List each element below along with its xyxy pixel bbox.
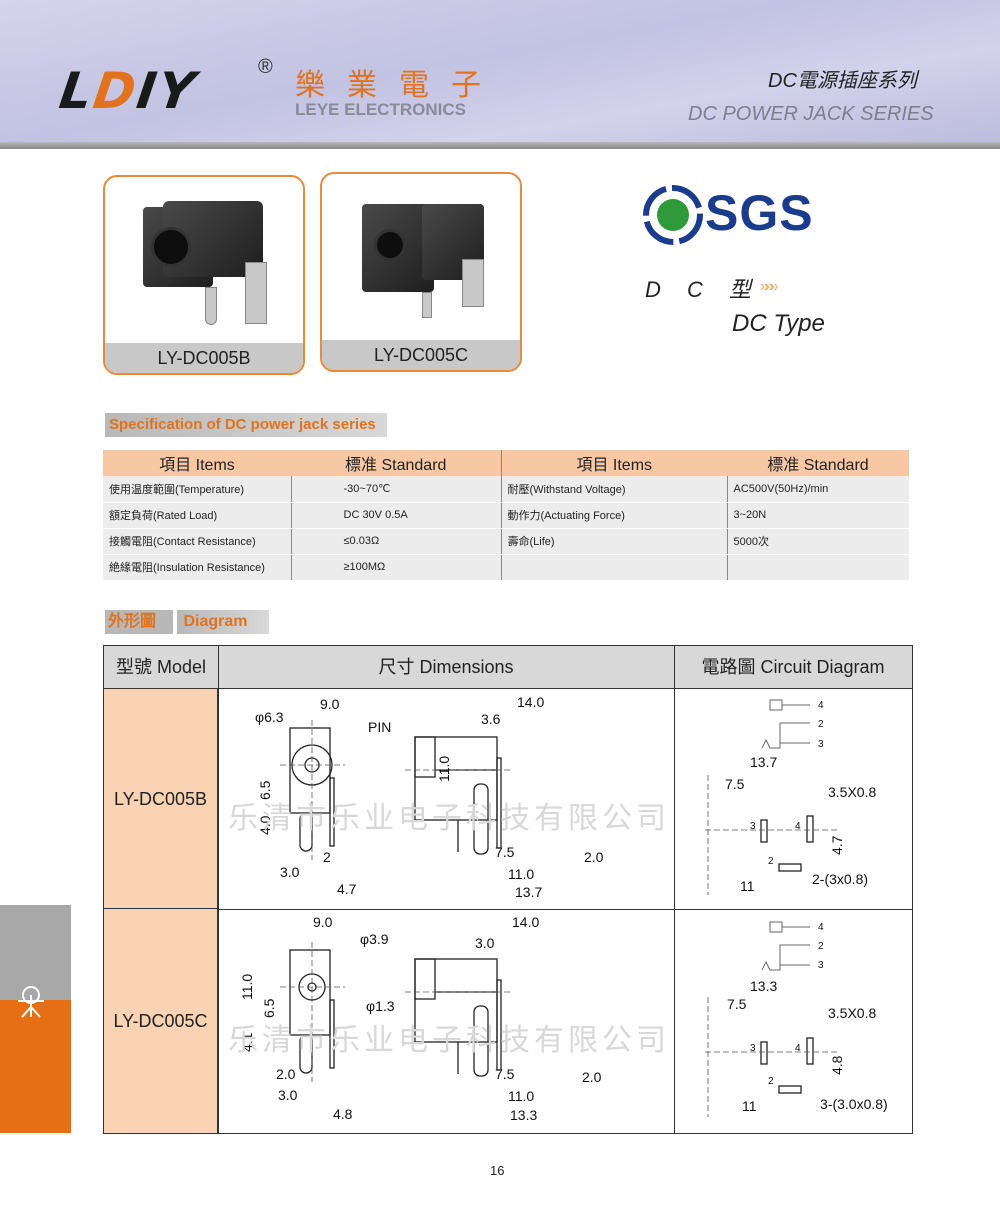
- spec-value: DC 30V 0.5A: [291, 502, 502, 529]
- spec-row: 使用温度範圍(Temperature) -30~70℃ 耐壓(Withstand…: [103, 476, 909, 503]
- spec-item: 接觸電阻(Contact Resistance): [103, 528, 292, 555]
- col-header-standard: 標准 Standard: [291, 450, 502, 476]
- spec-value: ≥100MΩ: [291, 554, 502, 581]
- spec-header-row: 項目 Items 標准 Standard 項目 Items 標准 Standar…: [103, 450, 909, 476]
- spec-table: 項目 Items 標准 Standard 項目 Items 標准 Standar…: [103, 450, 909, 581]
- spec-item: [501, 554, 728, 581]
- registered-mark: ®: [258, 56, 273, 78]
- col-header-model: 型號 Model: [104, 646, 218, 689]
- side-tab-accent: [0, 1000, 71, 1133]
- col-header-circuit: 電路圖 Circuit Diagram: [674, 646, 912, 689]
- diagram-title-cn: 外形圖: [105, 610, 173, 634]
- diagram-table: 型號 Model 尺寸 Dimensions 電路圖 Circuit Diagr…: [103, 645, 913, 1134]
- spec-value: 5000次: [727, 528, 909, 555]
- spec-item: 額定負荷(Rated Load): [103, 502, 292, 529]
- dc-type-cn: D C 型: [645, 277, 762, 302]
- spec-value: AC500V(50Hz)/min: [727, 476, 909, 503]
- diagram-title-en: Diagram: [177, 610, 270, 634]
- model-cell: LY-DC005B: [104, 689, 218, 909]
- spec-value: [727, 554, 909, 581]
- brand-logo: LDIY: [55, 62, 201, 120]
- spec-row: 接觸電阻(Contact Resistance) ≤0.03Ω 壽命(Life)…: [103, 528, 909, 555]
- spec-value: -30~70℃: [291, 476, 502, 503]
- spec-row: 額定負荷(Rated Load) DC 30V 0.5A 動作力(Actuati…: [103, 502, 909, 529]
- spec-item: 絶緣電阻(Insulation Resistance): [103, 554, 292, 581]
- product-model-label: LY-DC005B: [105, 343, 303, 373]
- col-header-items: 項目 Items: [501, 450, 727, 476]
- company-name-cn: 樂業電子: [295, 69, 503, 102]
- header-divider: [0, 142, 1000, 149]
- col-header-standard: 標准 Standard: [727, 450, 909, 476]
- side-tab: [0, 905, 71, 1000]
- product-card-dc005b: LY-DC005B: [103, 175, 305, 375]
- spec-item: 動作力(Actuating Force): [501, 502, 728, 529]
- col-header-dimensions: 尺寸 Dimensions: [218, 646, 674, 689]
- series-title-en: DC POWER JACK SERIES: [688, 103, 934, 125]
- sgs-globe-icon: [643, 185, 703, 245]
- col-header-items: 項目 Items: [103, 450, 291, 476]
- diagram-section-title: 外形圖 Diagram: [105, 610, 270, 634]
- series-title-cn: DC電源插座系列: [768, 70, 917, 92]
- spec-item: 使用温度範圍(Temperature): [103, 476, 292, 503]
- product-model-label: LY-DC005C: [322, 340, 520, 370]
- model-cell: LY-DC005C: [104, 909, 218, 1133]
- spec-section-title: Specification of DC power jack series: [105, 413, 387, 437]
- chevrons-icon: »»»: [760, 278, 779, 295]
- spec-row: 絶緣電阻(Insulation Resistance) ≥100MΩ: [103, 554, 909, 581]
- company-name-en: LEYE ELECTRONICS: [295, 100, 466, 119]
- leye-emblem-icon: [18, 986, 44, 1018]
- dc-type-en: DC Type: [732, 310, 825, 337]
- sgs-logo: SGS: [705, 185, 814, 241]
- spec-value: ≤0.03Ω: [291, 528, 502, 555]
- product-card-dc005c: LY-DC005C: [320, 172, 522, 372]
- page-number: 16: [490, 1163, 505, 1178]
- spec-value: 3~20N: [727, 502, 909, 529]
- spec-item: 耐壓(Withstand Voltage): [501, 476, 728, 503]
- page-header: [0, 0, 1000, 142]
- spec-item: 壽命(Life): [501, 528, 728, 555]
